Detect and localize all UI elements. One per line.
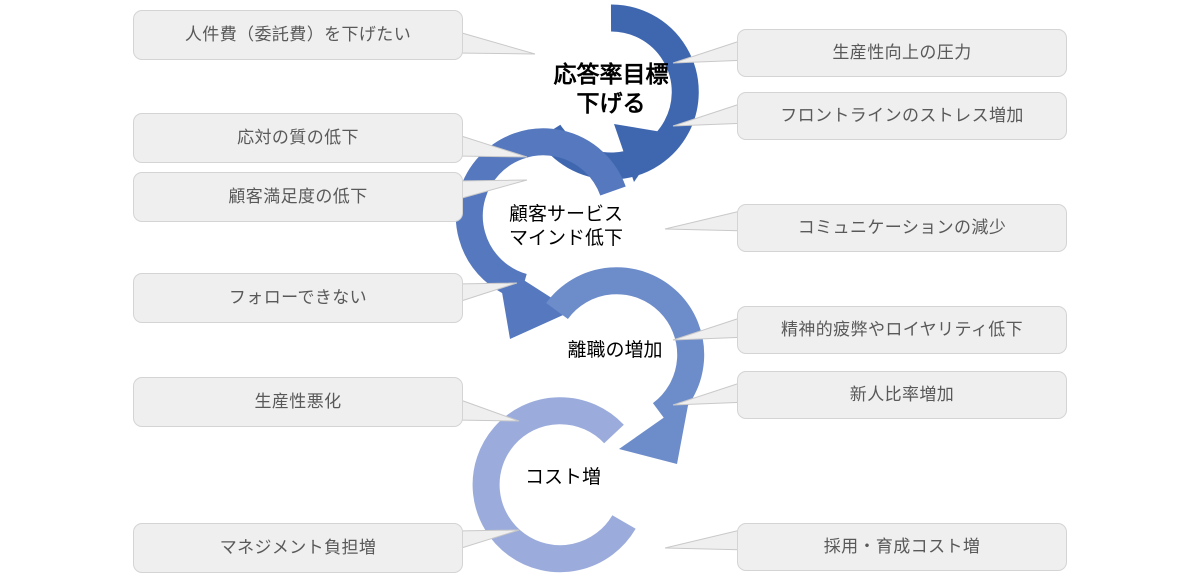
callout-tail-management-burden bbox=[454, 529, 520, 551]
callout-labor-cost[interactable]: 人件費（委託費）を下げたい bbox=[133, 10, 463, 60]
cycle-ring-cost-increase bbox=[472, 397, 636, 573]
cycle-ring-turnover-increase bbox=[546, 267, 705, 464]
callout-hiring-training-cost[interactable]: 採用・育成コスト増 bbox=[737, 523, 1067, 571]
callout-label: フロントラインのストレス増加 bbox=[780, 105, 1024, 125]
callout-management-burden[interactable]: マネジメント負担増 bbox=[133, 523, 463, 573]
callout-label: コミュニケーションの減少 bbox=[797, 217, 1007, 237]
cycle-ring-customer-service-mind bbox=[455, 128, 626, 339]
callout-tail-service-quality bbox=[454, 133, 528, 158]
callout-customer-satisfaction[interactable]: 顧客満足度の低下 bbox=[133, 172, 463, 222]
callout-label: 生産性悪化 bbox=[254, 391, 342, 411]
callout-label: 採用・育成コスト増 bbox=[823, 536, 981, 556]
callout-newcomer-ratio[interactable]: 新人比率増加 bbox=[737, 371, 1067, 419]
callout-label: 人件費（委託費）を下げたい bbox=[184, 24, 412, 44]
callout-communication-decline[interactable]: コミュニケーションの減少 bbox=[737, 204, 1067, 252]
callout-label: フォローできない bbox=[228, 287, 368, 307]
callout-frontline-stress[interactable]: フロントラインのストレス増加 bbox=[737, 92, 1067, 140]
callout-tail-cannot-follow bbox=[454, 282, 518, 304]
callout-label: 応対の質の低下 bbox=[237, 127, 359, 147]
callout-cannot-follow[interactable]: フォローできない bbox=[133, 273, 463, 323]
callout-mental-fatigue[interactable]: 精神的疲弊やロイヤリティ低下 bbox=[737, 306, 1067, 354]
callout-label: 顧客満足度の低下 bbox=[228, 186, 368, 206]
callout-label: マネジメント負担増 bbox=[219, 537, 377, 557]
callout-label: 精神的疲弊やロイヤリティ低下 bbox=[780, 319, 1024, 339]
callout-label: 新人比率増加 bbox=[849, 384, 955, 404]
callout-label: 生産性向上の圧力 bbox=[832, 42, 972, 62]
callout-productivity-pressure[interactable]: 生産性向上の圧力 bbox=[737, 29, 1067, 77]
callout-tail-customer-satisfaction bbox=[454, 179, 528, 201]
callout-productivity-decline[interactable]: 生産性悪化 bbox=[133, 377, 463, 427]
callout-tail-labor-cost bbox=[454, 30, 536, 55]
callout-tail-productivity-decline bbox=[454, 397, 520, 422]
callout-service-quality[interactable]: 応対の質の低下 bbox=[133, 113, 463, 163]
